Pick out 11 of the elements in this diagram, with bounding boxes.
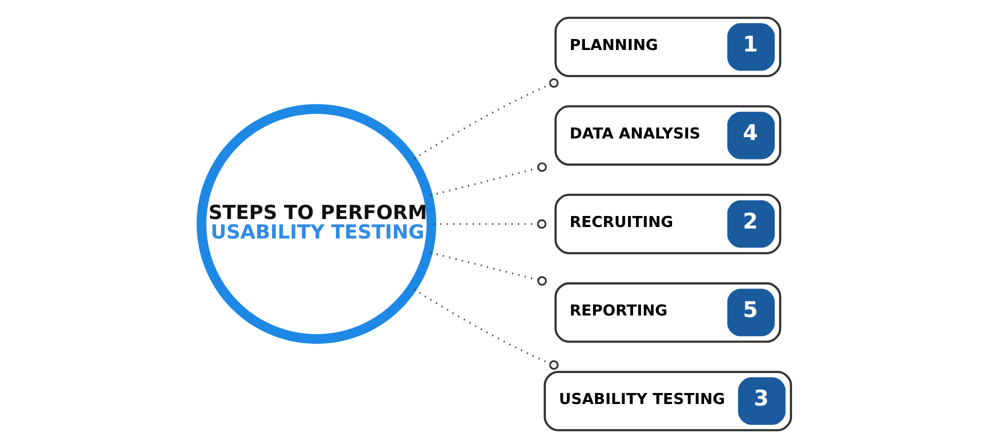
node-box: RECRUITING 2 xyxy=(554,194,782,254)
connector xyxy=(430,162,547,196)
node-circle: STEPS TO PERFORM USABILITY TESTING xyxy=(196,104,436,344)
connector xyxy=(414,288,559,370)
node-box: USABILITY TESTING 3 xyxy=(544,370,792,432)
node-box: REPORTING 5 xyxy=(554,282,782,343)
connector xyxy=(414,78,559,160)
node-box: DATA ANALYSIS 4 xyxy=(554,105,782,166)
node-box: PLANNING 1 xyxy=(554,16,782,78)
connector xyxy=(434,219,546,229)
connector xyxy=(430,252,547,286)
